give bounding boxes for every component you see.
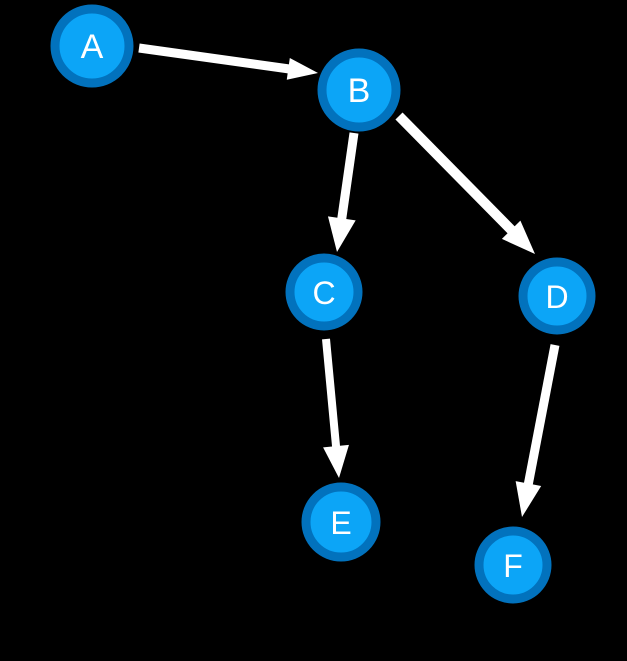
graph-node-e[interactable]: E bbox=[301, 482, 381, 562]
node-label: A bbox=[81, 28, 104, 66]
edge-shaft bbox=[395, 112, 517, 235]
edge-shaft bbox=[337, 132, 359, 221]
node-label: B bbox=[348, 72, 371, 110]
arrowhead-icon bbox=[515, 481, 542, 517]
node-circle bbox=[301, 482, 381, 562]
node-circle bbox=[50, 4, 134, 88]
node-label: E bbox=[330, 505, 351, 541]
edge-shaft bbox=[523, 344, 560, 487]
graph-edge-b-d[interactable] bbox=[395, 112, 535, 254]
nodes-layer: A B C D E F bbox=[50, 4, 596, 604]
arrowhead-icon bbox=[327, 216, 356, 252]
edge-shaft bbox=[322, 338, 341, 449]
arrowhead-icon bbox=[286, 57, 318, 80]
edges-layer bbox=[138, 43, 560, 517]
arrowhead-icon bbox=[323, 444, 349, 478]
graph-node-f[interactable]: F bbox=[474, 526, 552, 604]
graph-edge-a-b[interactable] bbox=[138, 43, 318, 80]
graph-node-c[interactable]: C bbox=[285, 253, 363, 331]
node-label: F bbox=[503, 548, 523, 584]
arrowhead-icon bbox=[501, 220, 535, 254]
node-circle bbox=[317, 48, 401, 132]
graph-edge-d-f[interactable] bbox=[515, 344, 560, 517]
graph-edge-c-e[interactable] bbox=[322, 338, 349, 478]
graph-node-b[interactable]: B bbox=[317, 48, 401, 132]
node-circle bbox=[474, 526, 552, 604]
node-circle bbox=[285, 253, 363, 331]
node-label: D bbox=[545, 279, 568, 315]
node-label: C bbox=[312, 275, 335, 311]
node-circle bbox=[518, 257, 596, 335]
edge-shaft bbox=[138, 43, 291, 74]
graph-node-a[interactable]: A bbox=[50, 4, 134, 88]
graph-edge-b-c[interactable] bbox=[327, 132, 359, 252]
graph-node-d[interactable]: D bbox=[518, 257, 596, 335]
